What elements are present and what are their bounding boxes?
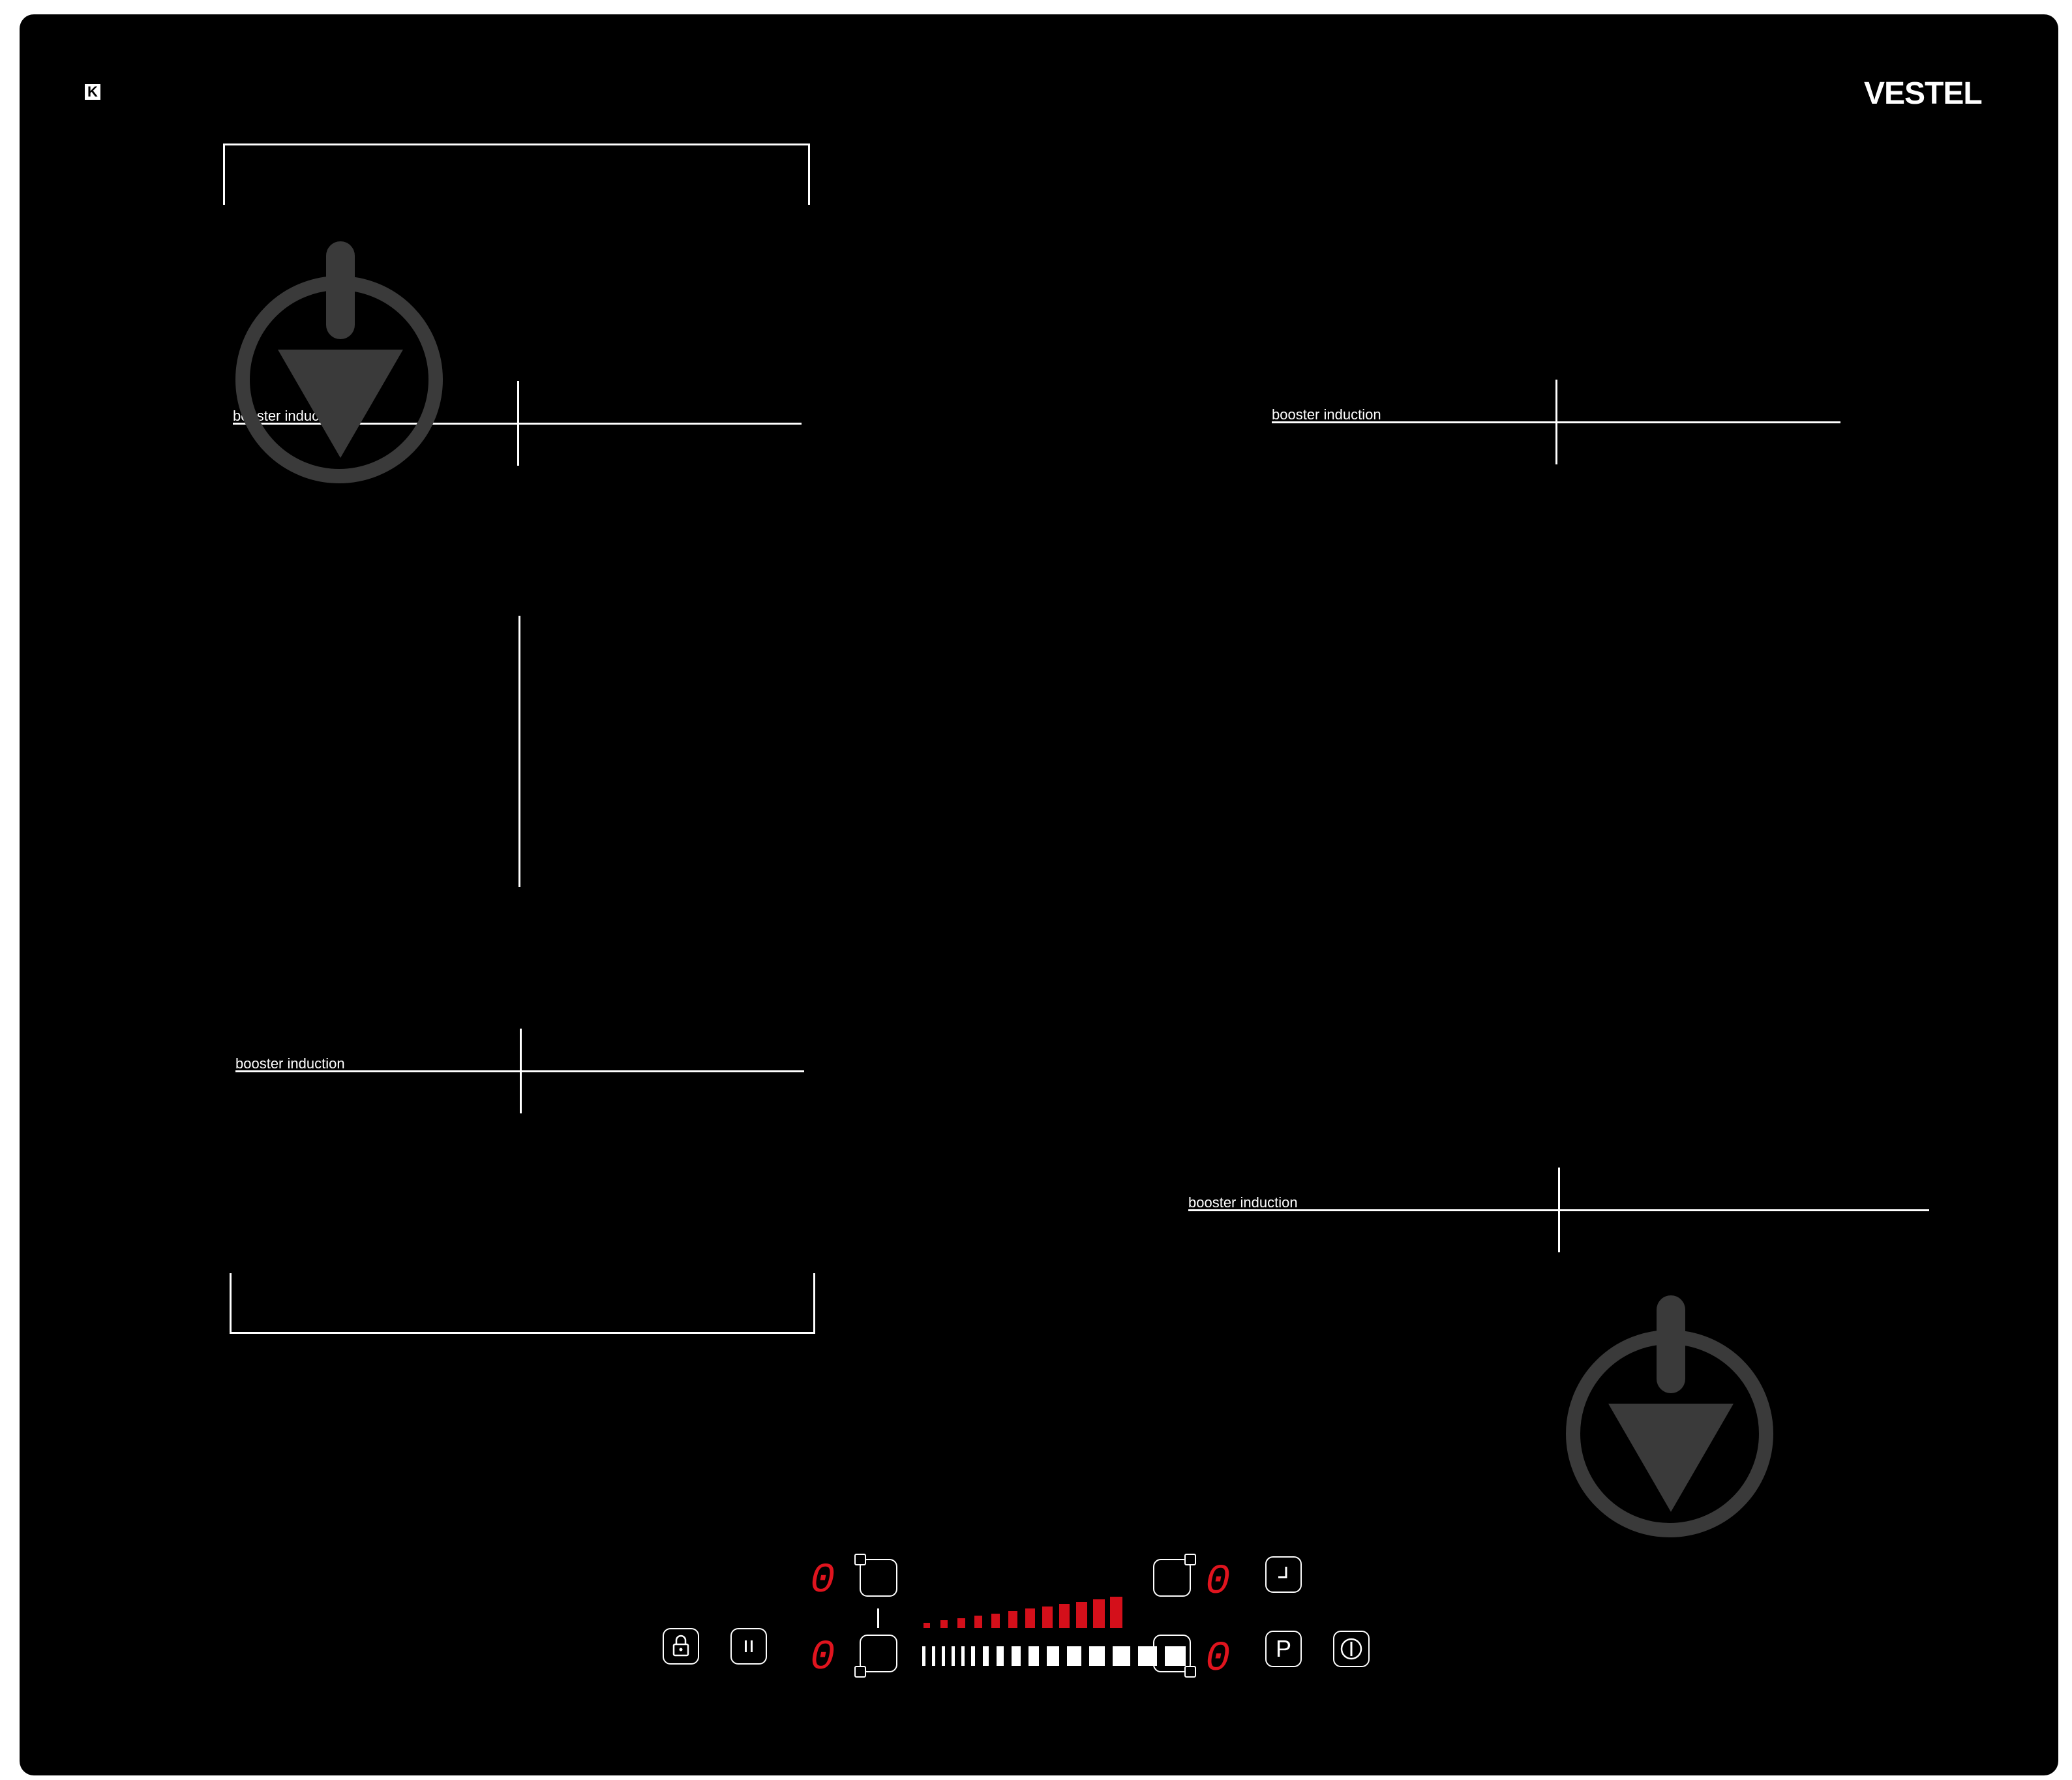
power-level-bar <box>1110 1597 1122 1628</box>
power-level-bar <box>957 1618 965 1628</box>
timer-icon <box>1278 1567 1287 1578</box>
power-level-bar <box>991 1613 1000 1628</box>
lock-button[interactable] <box>663 1628 699 1665</box>
slider-segment[interactable] <box>983 1646 989 1666</box>
watermark-icon <box>235 241 443 483</box>
power-level-bar <box>1025 1608 1035 1628</box>
front-left-zone-select-button[interactable] <box>854 1635 897 1678</box>
pause-button[interactable] <box>730 1628 767 1665</box>
lock-icon <box>672 1635 689 1657</box>
front-left-zone-label: booster induction <box>235 1055 345 1072</box>
left-bottom-zone-display: 0 <box>810 1635 835 1682</box>
brand-logo: VESTEL <box>1864 76 1983 111</box>
slider-segment[interactable] <box>942 1646 945 1666</box>
power-level-bar <box>1042 1606 1053 1628</box>
power-level-bar <box>1076 1601 1088 1628</box>
k-certification-mark: K <box>85 84 100 100</box>
slider-segment[interactable] <box>922 1646 925 1666</box>
power-level-bar <box>923 1623 930 1628</box>
rear-right-zone-select-button[interactable] <box>1153 1554 1196 1597</box>
left-zone-divider-line <box>518 616 520 887</box>
front-right-zone-select-button[interactable] <box>1153 1635 1196 1678</box>
slider-segment[interactable] <box>1113 1646 1130 1666</box>
power-icon <box>1340 1638 1362 1660</box>
slider-segment[interactable] <box>1047 1646 1059 1666</box>
zone-link-line <box>877 1608 879 1628</box>
left-top-zone-display: 0 <box>810 1558 835 1605</box>
watermark-icon <box>1566 1295 1773 1537</box>
power-level-bar <box>1059 1604 1070 1628</box>
slider-segment[interactable] <box>1012 1646 1021 1666</box>
slider-segment[interactable] <box>1165 1646 1186 1666</box>
power-level-bar <box>940 1620 948 1628</box>
power-level-bar <box>1093 1599 1105 1628</box>
cooktop-glass-surface: K VESTEL booster induction booster induc… <box>20 14 2058 1775</box>
slider-segment[interactable] <box>961 1646 965 1666</box>
pause-icon <box>745 1640 753 1652</box>
slider-segment[interactable] <box>952 1646 955 1666</box>
front-right-zone-label: booster induction <box>1188 1194 1298 1211</box>
power-boost-button[interactable]: P <box>1265 1631 1302 1667</box>
on-off-button[interactable] <box>1333 1631 1370 1667</box>
slider-segment[interactable] <box>1089 1646 1105 1666</box>
timer-button[interactable] <box>1265 1556 1302 1593</box>
right-top-zone-display: 0 <box>1205 1559 1231 1606</box>
power-level-bar <box>1008 1611 1017 1628</box>
slider-segment[interactable] <box>1028 1646 1039 1666</box>
right-bottom-zone-display: 0 <box>1205 1636 1231 1683</box>
rear-right-zone-label: booster induction <box>1272 406 1381 423</box>
slider-segment[interactable] <box>1067 1646 1081 1666</box>
power-level-bar <box>974 1616 983 1628</box>
slider-segment[interactable] <box>971 1646 975 1666</box>
slider-segment[interactable] <box>932 1646 935 1666</box>
slider-segment[interactable] <box>997 1646 1004 1666</box>
rear-left-zone-select-button[interactable] <box>854 1554 897 1597</box>
